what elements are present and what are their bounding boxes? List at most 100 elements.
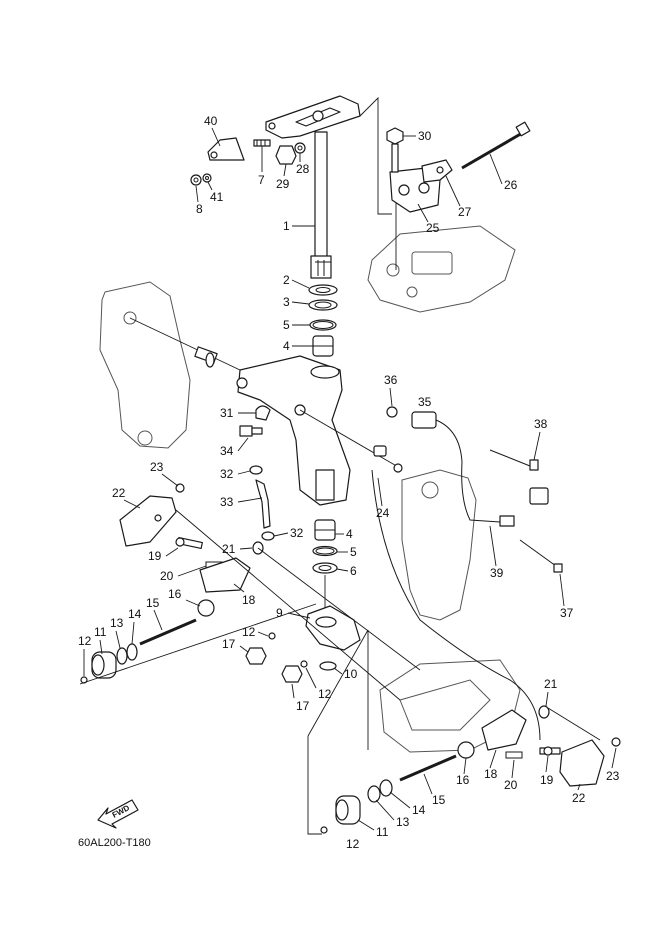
callout: 2 <box>283 273 290 287</box>
callout: 24 <box>376 506 390 520</box>
nut-29 <box>275 145 297 165</box>
callout: 10 <box>344 667 358 681</box>
plug-near-24 <box>373 445 403 473</box>
callout: 27 <box>458 205 472 219</box>
o-ring-5 <box>309 319 337 331</box>
callout: 6 <box>350 564 357 578</box>
callout: 26 <box>504 178 518 192</box>
upper-mount-plate <box>367 225 516 313</box>
callout: 5 <box>350 545 357 559</box>
stopper-18-right <box>481 709 527 751</box>
nut-12-right <box>320 826 328 834</box>
callout: 25 <box>426 221 440 235</box>
callout: 8 <box>196 202 203 216</box>
callout: 18 <box>484 767 498 781</box>
bolt-7 <box>253 139 271 147</box>
callout: 14 <box>412 803 426 817</box>
callout: 41 <box>210 190 224 204</box>
callout: 40 <box>204 114 218 128</box>
bolt-19-right <box>539 746 561 756</box>
hose-33 <box>255 479 271 529</box>
callout: 12 <box>78 634 92 648</box>
callout: 17 <box>222 637 236 651</box>
callout: 7 <box>258 173 265 187</box>
callout: 12 <box>346 837 360 851</box>
callout: 37 <box>560 606 574 620</box>
callout: 20 <box>160 569 174 583</box>
callout: 15 <box>432 793 446 807</box>
callout: 9 <box>276 606 283 620</box>
callout: 38 <box>534 417 548 431</box>
bushing-4-lower <box>314 519 336 541</box>
bolt-19-left <box>175 536 203 550</box>
bolt-26 <box>461 121 531 170</box>
stopper-18-left <box>199 557 251 593</box>
collar-16-left <box>197 599 215 617</box>
callout: 23 <box>150 460 164 474</box>
mount-11-right <box>335 795 361 825</box>
plug-21-right <box>538 705 550 719</box>
callout: 11 <box>94 625 107 639</box>
steering-arm-lower <box>305 605 361 651</box>
callout: 30 <box>418 129 432 143</box>
bushing-4 <box>312 335 334 357</box>
callout: 15 <box>146 596 160 610</box>
trim-plate-22-left <box>119 495 177 547</box>
callout: 16 <box>168 587 182 601</box>
washer-13-right <box>367 785 381 803</box>
callout: 5 <box>283 318 290 332</box>
washer-12-left-c <box>300 660 308 668</box>
callout: 39 <box>490 566 504 580</box>
steering-arm <box>265 95 361 139</box>
trim-plate-22-right <box>559 739 605 787</box>
bolt-30 <box>386 127 404 173</box>
callout: 28 <box>296 162 310 176</box>
callout: 19 <box>148 549 162 563</box>
callout: 20 <box>504 778 518 792</box>
callout: 18 <box>242 593 256 607</box>
bracket-40 <box>207 137 245 161</box>
bolt-15-right <box>399 754 457 782</box>
callout: 29 <box>276 177 290 191</box>
o-ring-5-lower <box>312 545 338 557</box>
bushing-6-lower <box>312 562 338 574</box>
washer-12-left-b <box>268 632 276 640</box>
callout: 36 <box>384 373 398 387</box>
clamp-bracket-right <box>401 469 477 621</box>
washer-14-right <box>379 779 393 797</box>
wire-lead-35 <box>411 411 515 527</box>
callout: 19 <box>540 773 554 787</box>
callout: 12 <box>318 687 332 701</box>
callout: 31 <box>220 406 234 420</box>
nut-17-left-a <box>245 647 267 665</box>
callout: 4 <box>346 527 353 541</box>
callout: 13 <box>110 616 124 630</box>
grease-fitting-34 <box>239 425 263 437</box>
spring-20-right <box>505 751 523 759</box>
steering-shaft <box>310 131 332 279</box>
callout: 32 <box>220 467 234 481</box>
clip-31 <box>255 405 271 421</box>
swivel-bracket <box>236 355 351 506</box>
callout: 17 <box>296 699 310 713</box>
washer-10 <box>319 661 337 671</box>
callout: 16 <box>456 773 470 787</box>
callout: 21 <box>222 542 236 556</box>
diagram-code: 60AL200-T180 <box>78 837 151 849</box>
washer-41 <box>202 173 212 183</box>
washer-2 <box>308 284 338 296</box>
bolt-15-left <box>139 618 197 646</box>
clamp-bracket-left <box>99 281 191 449</box>
nut-28 <box>294 142 306 154</box>
nut-17-left-b <box>281 665 303 683</box>
nut-8 <box>190 174 202 186</box>
callout: 22 <box>112 486 126 500</box>
callout: 33 <box>220 495 234 509</box>
callout: 32 <box>290 526 304 540</box>
connector-38 <box>489 449 549 505</box>
washer-14-left <box>126 643 138 661</box>
callout: 23 <box>606 769 620 783</box>
callout: 35 <box>418 395 432 409</box>
mount-11-left <box>91 651 117 679</box>
callout: 14 <box>128 607 142 621</box>
